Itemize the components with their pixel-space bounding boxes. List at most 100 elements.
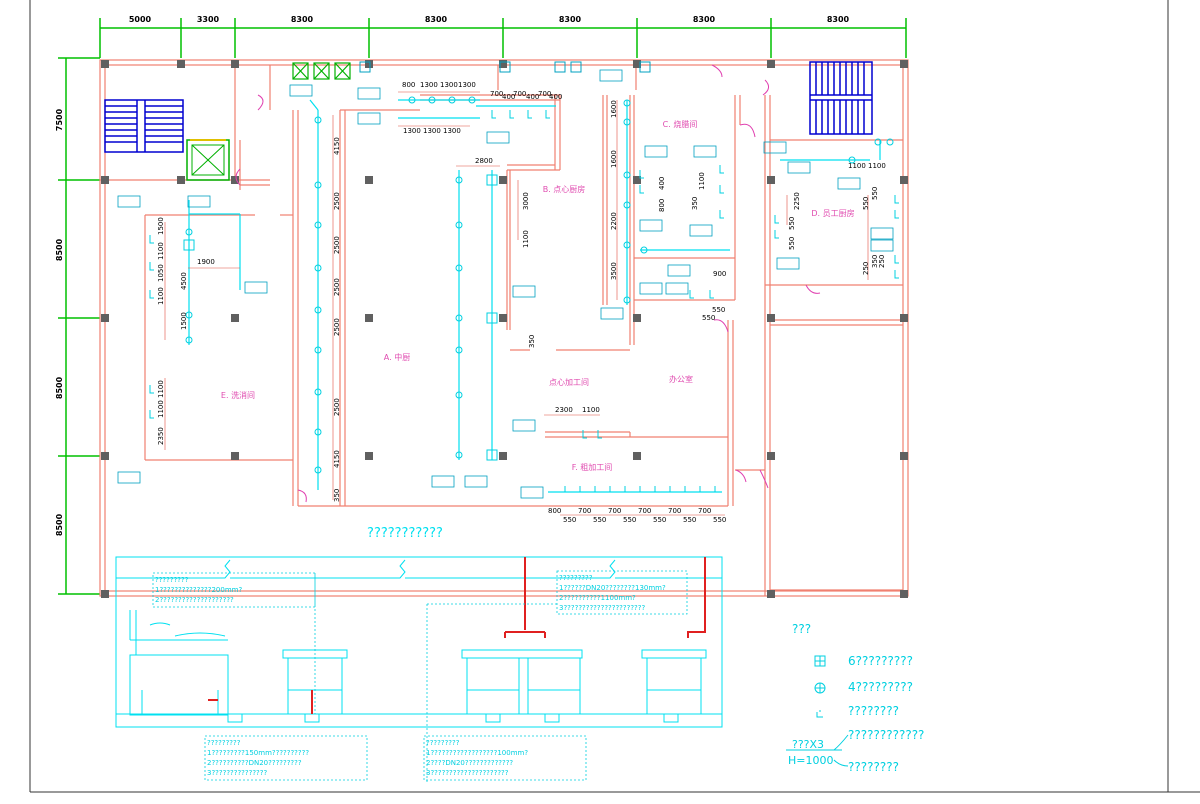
note-1-title: ?????????	[155, 576, 189, 584]
plan-dim: 700	[490, 90, 503, 98]
plan-dim: 1300	[443, 127, 461, 135]
plan-dim: 1300	[423, 127, 441, 135]
plan-dim: 700	[513, 90, 526, 98]
note-3-line3: 3???????????????	[207, 769, 268, 777]
left-dimension-chain	[58, 57, 100, 595]
plan-dim: 1100	[582, 406, 600, 414]
wc-fixtures	[359, 61, 651, 73]
col-dim: 350	[333, 489, 341, 502]
col-dim: 4500	[180, 272, 188, 290]
col-dim: 2500	[333, 236, 341, 254]
dim-left-1: 7500	[55, 108, 64, 131]
col-dim: 1100	[522, 230, 530, 248]
note-2-line3: 3??????????????????????	[559, 604, 646, 612]
plan-dim: 550	[871, 187, 879, 200]
plan-dim: 1100	[848, 162, 866, 170]
room-label-staff-kitchen: D. 员工厨房	[811, 208, 854, 218]
dim-top-6: 8300	[693, 15, 716, 24]
plan-dim: 550	[702, 314, 715, 322]
note-1-line2: 2????????????????????	[155, 596, 234, 604]
section-risers	[208, 557, 706, 714]
faucet-ticks	[149, 110, 899, 492]
plan-dim: 1300	[458, 81, 476, 89]
sheet-border	[29, 0, 1200, 793]
section-title: ???????????	[367, 526, 443, 541]
plan-dim: 1300	[440, 81, 458, 89]
plan-dim: 1900	[197, 258, 215, 266]
note-4: ????????? 1??????????????????100mm? 2???…	[426, 738, 588, 778]
room-label-office: 办公室	[669, 374, 693, 384]
bottom-run-dims: 800 550 700 550 700 550 700 550 700 550 …	[548, 507, 726, 524]
col-dim: 2500	[333, 318, 341, 336]
plan-dim: 550	[862, 197, 870, 210]
plan-dimensions: 800 1300 1300 1300 1300 1300 1300 700 40…	[197, 81, 600, 414]
plan-dim: 700	[578, 507, 591, 515]
dim-top-1: 5000	[129, 15, 152, 24]
plan-dim: 350	[691, 197, 699, 210]
note-1-line1: 1??????????????200mm?	[155, 586, 243, 594]
dim-top-3: 8300	[291, 15, 314, 24]
structural-columns	[101, 60, 908, 598]
plan-dim: 550	[653, 516, 666, 524]
plan-dim: 1300	[403, 127, 421, 135]
left-dimension-labels: 7500 8500 8500 8500	[55, 108, 64, 536]
stair-right	[809, 61, 873, 135]
dim-top-5: 8300	[559, 15, 582, 24]
top-dimension-chain	[99, 18, 907, 58]
col-dim: 1100	[157, 287, 165, 305]
note-boxes	[152, 570, 688, 782]
plan-dim: 1300	[420, 81, 438, 89]
plan-dimension-lines	[164, 91, 869, 516]
plan-dim: 550	[683, 516, 696, 524]
col-dim: 2200	[610, 212, 618, 230]
top-equipment	[292, 62, 351, 80]
note-1: ????????? 1??????????????200mm? 2???????…	[155, 575, 315, 605]
note-3-line2: 2??????????DN20?????????	[207, 759, 302, 767]
legend-icons	[786, 655, 849, 767]
plan-dim: 700	[608, 507, 621, 515]
dim-left-4: 8500	[55, 513, 64, 536]
col-dim: 1600	[610, 100, 618, 118]
plan-dim: 550	[712, 306, 725, 314]
room-labels: A. 中厨 B. 点心厨房 C. 烧腊间 D. 员工厨房 E. 洗消间 F. 粗…	[221, 119, 855, 472]
plan-dim: 400	[549, 93, 562, 101]
plan-dim: 250	[862, 262, 870, 275]
room-label-rough-processing: F. 粗加工间	[572, 462, 612, 472]
dim-left-3: 8500	[55, 376, 64, 399]
elevator	[186, 139, 230, 181]
roast-room-dims: 400 350 800 1100 900 550 550 350	[528, 172, 726, 348]
plan-dim: 800	[548, 507, 561, 515]
plan-dim: 550	[788, 217, 796, 230]
plan-dim: 400	[502, 93, 515, 101]
stair-left	[104, 99, 184, 153]
plan-dim: 1100	[868, 162, 886, 170]
note-4-title: ?????????	[426, 739, 460, 747]
col-dim: 4150	[333, 137, 341, 155]
note-3: ????????? 1?????????150mm?????????? 2???…	[207, 738, 369, 778]
plan-dim: 2300	[555, 406, 573, 414]
room-label-pastry-kitchen: B. 点心厨房	[543, 184, 586, 194]
legend-title: ???	[792, 622, 812, 636]
note-3-title: ?????????	[207, 739, 241, 747]
plan-dim: 550	[713, 516, 726, 524]
col-dim: 4150	[333, 450, 341, 468]
plan-dim: 700	[538, 90, 551, 98]
room-label-wash-room: E. 洗消间	[221, 390, 255, 400]
plan-dim: 800	[658, 199, 666, 212]
col-dim: 1100	[157, 400, 165, 418]
col-dim: 1100	[157, 380, 165, 398]
note-4-line1: 1??????????????????100mm?	[426, 749, 529, 757]
col-dim: 1100	[157, 242, 165, 260]
pipe-valves	[185, 96, 894, 474]
plan-dim: 1100	[698, 172, 706, 190]
staff-kitchen-dims: 1100 1100 2250 550 550 550 550 250 350 2…	[788, 162, 886, 275]
col-dim: 2500	[333, 192, 341, 210]
doors	[235, 64, 821, 503]
col-dim: 2500	[333, 398, 341, 416]
plan-dim: 2800	[475, 157, 493, 165]
note-4-line2: 2????DN20?????????????	[426, 759, 514, 767]
col-dim: 3000	[522, 192, 530, 210]
plan-dim: 700	[638, 507, 651, 515]
plan-dim: 800	[402, 81, 415, 89]
